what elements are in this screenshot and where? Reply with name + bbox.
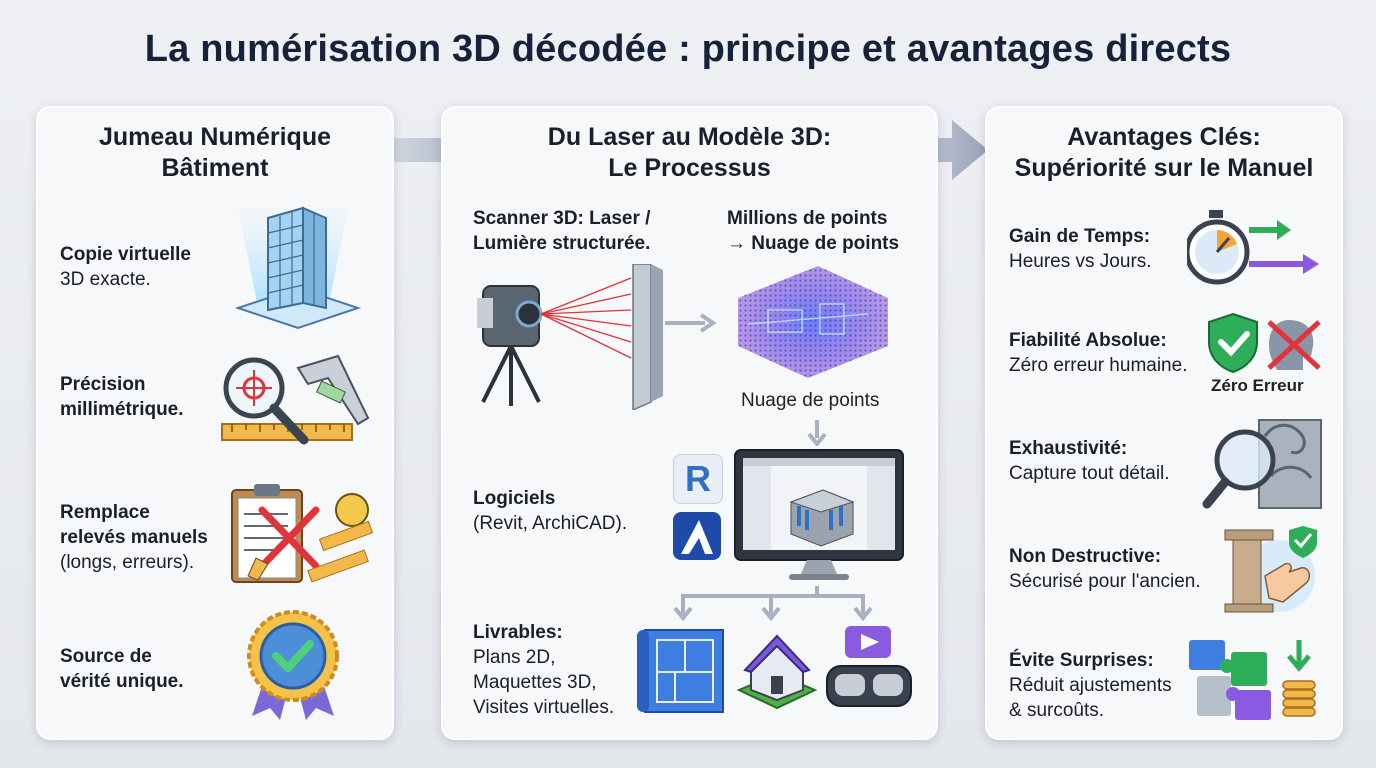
adv-non-destructive: Non Destructive: Sécurisé pour l'ancien. [1009, 544, 1201, 594]
adv-time-title: Gain de Temps: [1009, 226, 1151, 247]
points-label-line1: Millions de points [727, 208, 888, 229]
clipboard-cross-icon [231, 484, 374, 583]
adv-exhaustive-title: Exhaustivité: [1009, 438, 1128, 459]
stopwatch-icon [1187, 210, 1319, 285]
vr-headset-icon [826, 626, 912, 707]
magnifier-caliper-icon [221, 354, 370, 445]
panel2-title: Du Laser au Modèle 3D: Le Processus [443, 122, 936, 184]
panel1-title-line1: Jumeau Numérique [98, 123, 331, 151]
adv-surprises-text1: Réduit ajustements [1009, 675, 1172, 696]
page-title: La numérisation 3D décodée : principe et… [144, 28, 1232, 70]
laser-scanner-icon [477, 264, 663, 410]
small-arrow-icon [665, 313, 717, 333]
house-model-icon [736, 634, 818, 710]
adv-surprises-text2: & surcoûts. [1009, 700, 1105, 721]
deliverables-plans: Plans 2D, [473, 647, 556, 668]
revit-logo-letter: R [685, 458, 711, 499]
adv-reliability-text: Zéro erreur humaine. [1009, 355, 1188, 376]
panel3-title: Avantages Clés: Supériorité sur le Manue… [987, 122, 1341, 184]
deliverables-title: Livrables: [473, 622, 563, 643]
points-label-line2: → Nuage de points [727, 233, 900, 254]
adv-nondestructive-title: Non Destructive: [1009, 546, 1162, 567]
building-hologram-icon [234, 206, 362, 330]
item-virtual-copy: Copie virtuelle 3D exacte. [60, 242, 191, 292]
award-badge-icon [247, 610, 339, 720]
panel-advantages: Avantages Clés: Supériorité sur le Manue… [985, 106, 1343, 740]
adv-reliability: Fiabilité Absolue: Zéro erreur humaine. [1009, 328, 1187, 378]
down-arrow-icon [807, 420, 827, 446]
adv-time-text: Heures vs Jours. [1009, 251, 1152, 272]
deliverables-label: Livrables: Plans 2D, Maquettes 3D, Visit… [473, 620, 614, 720]
item-virtual-copy-text: 3D exacte. [60, 269, 151, 290]
scanner-label: Scanner 3D: Laser / Lumière structurée. [473, 206, 650, 256]
adv-no-surprises: Évite Surprises: Réduit ajustements & su… [1009, 648, 1172, 723]
magnifier-column-icon [1202, 419, 1322, 509]
panel3-title-line1: Avantages Clés: [1067, 123, 1261, 151]
software-list: (Revit, ArchiCAD). [473, 513, 628, 534]
points-label: Millions de points → Nuage de points [727, 206, 899, 256]
item-replace-manual: Remplace relevés manuels (longs, erreurs… [60, 500, 208, 575]
monitor-bim-icon [734, 449, 904, 580]
item-precision-title2: millimétrique. [60, 399, 184, 420]
item-precision-title1: Précision [60, 374, 146, 395]
scanner-label-line1: Scanner 3D: Laser / [473, 208, 651, 229]
scanner-label-line2: Lumière structurée. [473, 233, 651, 254]
deliverables-tours: Visites virtuelles. [473, 697, 615, 718]
item-replace-text: (longs, erreurs). [60, 552, 195, 573]
item-virtual-copy-title: Copie virtuelle [60, 244, 191, 265]
floor-plan-icon [637, 629, 724, 713]
point-cloud-icon [738, 266, 888, 378]
panel2-title-line2: Le Processus [608, 154, 771, 182]
software-label: Logiciels (Revit, ArchiCAD). [473, 486, 627, 536]
panel1-title: Jumeau Numérique Bâtiment [38, 122, 392, 184]
adv-surprises-title: Évite Surprises: [1009, 650, 1154, 671]
panel1-title-line2: Bâtiment [161, 154, 269, 182]
item-precision: Précision millimétrique. [60, 372, 184, 422]
item-replace-title2: relevés manuels [60, 527, 208, 548]
software-title: Logiciels [473, 488, 556, 509]
adv-exhaustive-text: Capture tout détail. [1009, 463, 1170, 484]
item-source-title2: vérité unique. [60, 671, 184, 692]
cloud-caption: Nuage de points [741, 390, 880, 411]
deliverables-models: Maquettes 3D, [473, 672, 597, 693]
puzzle-coins-icon [1189, 640, 1316, 720]
item-single-source: Source de vérité unique. [60, 644, 184, 694]
panel-digital-twin: Jumeau Numérique Bâtiment Copie virtuell… [36, 106, 394, 740]
revit-logo-icon: R [673, 454, 723, 504]
item-replace-title1: Remplace [60, 502, 150, 523]
zero-error-caption: Zéro Erreur [1211, 376, 1304, 395]
shield-check-icon [1208, 312, 1321, 374]
panel-process: Du Laser au Modèle 3D: Le Processus Scan… [441, 106, 938, 740]
archicad-logo-icon [673, 512, 721, 560]
branch-arrows-icon [673, 586, 873, 622]
adv-nondestructive-text: Sécurisé pour l'ancien. [1009, 571, 1201, 592]
adv-time: Gain de Temps: Heures vs Jours. [1009, 224, 1152, 274]
adv-exhaustive: Exhaustivité: Capture tout détail. [1009, 436, 1170, 486]
item-source-title1: Source de [60, 646, 152, 667]
panel3-title-line2: Supériorité sur le Manuel [1014, 154, 1314, 182]
adv-reliability-title: Fiabilité Absolue: [1009, 330, 1167, 351]
column-touch-icon [1224, 526, 1317, 613]
panel2-title-line1: Du Laser au Modèle 3D: [547, 123, 832, 151]
